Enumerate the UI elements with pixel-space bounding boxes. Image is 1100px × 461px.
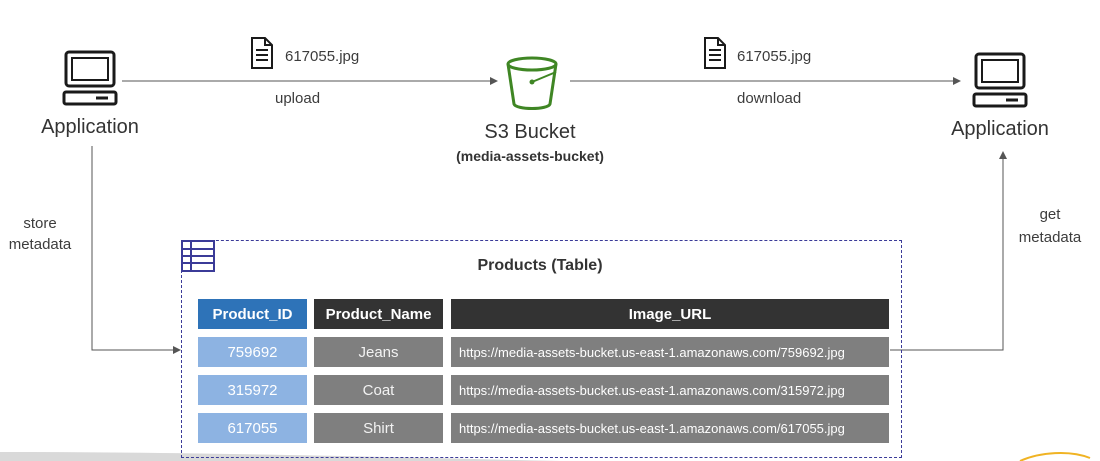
download-file-name: 617055.jpg bbox=[737, 48, 812, 65]
upload-file-name: 617055.jpg bbox=[285, 48, 360, 65]
column-header-product-name: Product_Name bbox=[313, 298, 444, 330]
get-metadata-line1: get bbox=[1039, 206, 1061, 223]
s3-bucket-icon bbox=[502, 52, 562, 117]
table-cell-product-id: 617055 bbox=[197, 412, 308, 444]
table-cell-product-id: 759692 bbox=[197, 336, 308, 368]
table-cell-image-url: https://media-assets-bucket.us-east-1.am… bbox=[450, 336, 890, 368]
s3-bucket-label: S3 Bucket bbox=[484, 121, 576, 143]
table-cell-image-url: https://media-assets-bucket.us-east-1.am… bbox=[450, 412, 890, 444]
store-metadata-line1: store bbox=[23, 215, 57, 232]
table-cell-product-id: 315972 bbox=[197, 374, 308, 406]
table-cell-product-name: Jeans bbox=[313, 336, 444, 368]
decorative-arc bbox=[1019, 451, 1091, 461]
right-application-label: Application bbox=[951, 118, 1049, 140]
get-metadata-line2: metadata bbox=[1018, 229, 1082, 246]
store-metadata-line2: metadata bbox=[8, 236, 72, 253]
decorative-swoosh bbox=[0, 452, 560, 461]
table-container bbox=[181, 240, 902, 458]
left-application-label: Application bbox=[41, 116, 139, 138]
table-icon bbox=[180, 239, 216, 278]
upload-label: upload bbox=[275, 90, 321, 107]
store-metadata-arrow bbox=[91, 146, 181, 354]
table-cell-product-name: Coat bbox=[313, 374, 444, 406]
get-metadata-arrow bbox=[888, 151, 1007, 351]
file-icon bbox=[250, 36, 274, 75]
computer-icon bbox=[62, 50, 118, 111]
table-title: Products (Table) bbox=[477, 257, 603, 274]
download-label: download bbox=[737, 90, 802, 107]
column-header-image-url: Image_URL bbox=[450, 298, 890, 330]
file-icon bbox=[703, 36, 727, 75]
computer-icon bbox=[972, 52, 1028, 113]
table-cell-product-name: Shirt bbox=[313, 412, 444, 444]
table-cell-image-url: https://media-assets-bucket.us-east-1.am… bbox=[450, 374, 890, 406]
s3-bucket-name: (media-assets-bucket) bbox=[456, 148, 604, 164]
column-header-product-id: Product_ID bbox=[197, 298, 308, 330]
